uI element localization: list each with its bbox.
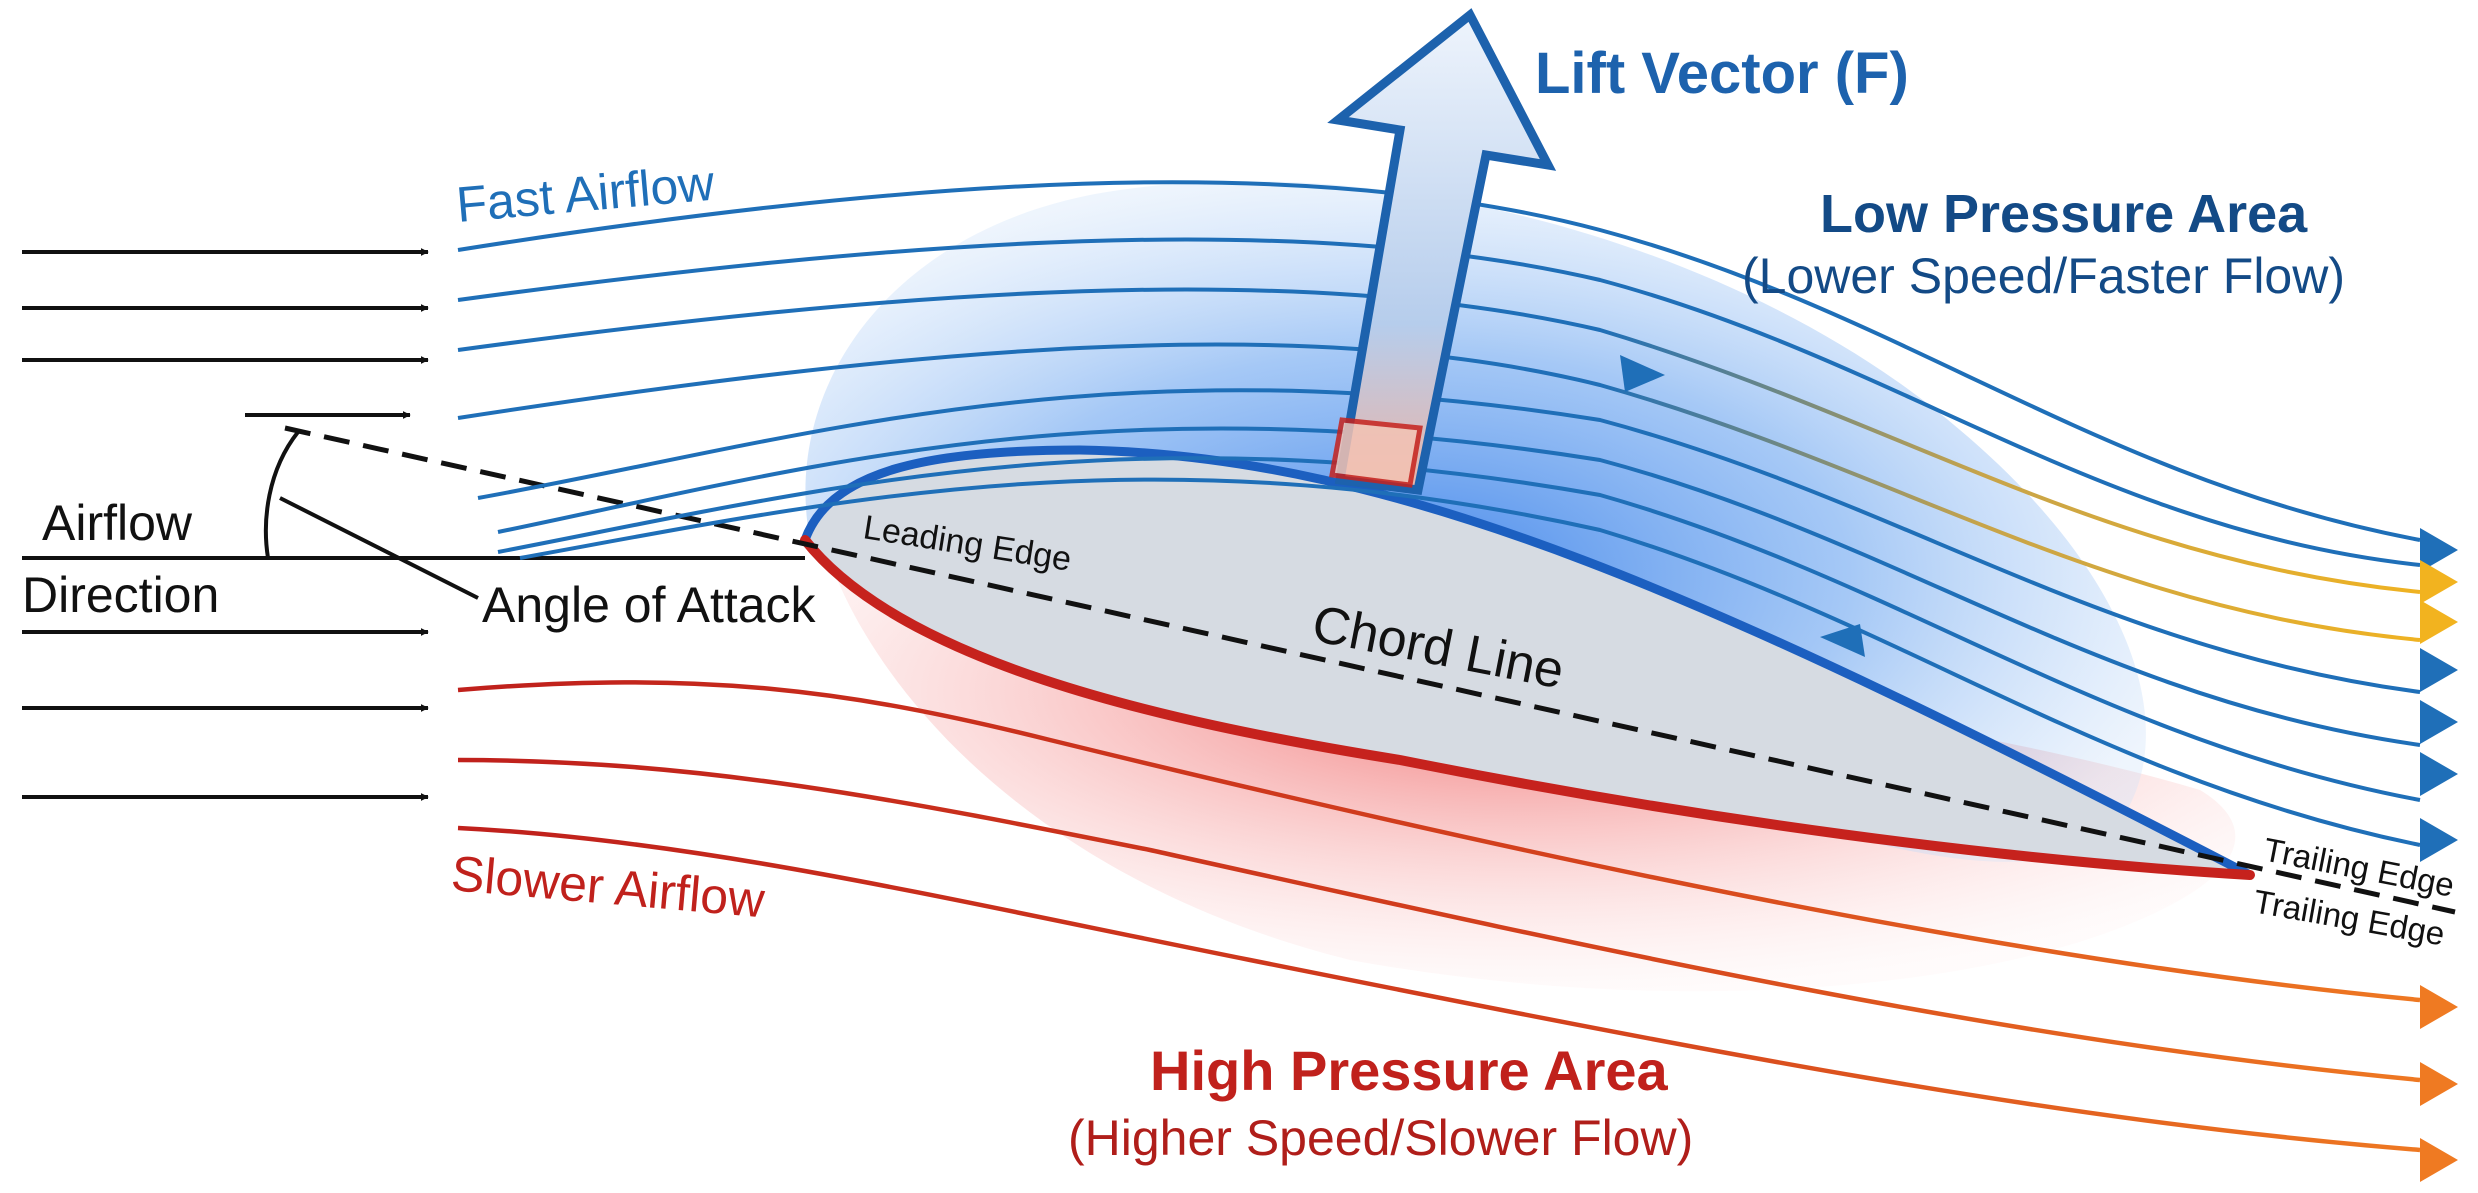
flow-arrowhead (2420, 985, 2458, 1029)
flow-arrowhead (2420, 700, 2458, 744)
low-pressure-subtitle: (Lower Speed/Faster Flow) (1742, 248, 2345, 304)
upper-streamlines (457, 180, 2421, 847)
angle-of-attack-label: Angle of Attack (482, 577, 817, 633)
streamline (457, 342, 2421, 642)
flow-direction-arrow (1620, 355, 1665, 392)
streamline (497, 456, 2421, 802)
angle-leader-line (279, 496, 479, 600)
fast-airflow-label: Fast Airflow (454, 155, 717, 233)
streamline (457, 287, 2421, 594)
airflow-direction-label-line2: Direction (22, 567, 219, 623)
flow-arrowhead (2420, 1138, 2458, 1182)
chord-line (284, 425, 2456, 915)
flow-arrowhead (2420, 648, 2458, 692)
flow-arrowhead (2420, 1062, 2458, 1106)
flow-arrowhead (2420, 528, 2458, 572)
streamline (457, 825, 2421, 1153)
lift-vector-label: Lift Vector (F) (1535, 41, 1909, 106)
lift-vector-arrow (1327, 8, 1557, 495)
airfoil-body (805, 450, 2250, 875)
lower-surface (800, 535, 2255, 880)
block-arrow-up-icon (1327, 8, 1557, 495)
streamline (457, 237, 2421, 567)
streamline (457, 180, 2421, 542)
angle-of-attack-geometry (22, 430, 805, 600)
lower-streamlines (457, 680, 2421, 1153)
flow-arrowhead (2420, 560, 2458, 604)
lift-arrow-base (1329, 417, 1423, 488)
low-pressure-title: Low Pressure Area (1820, 184, 2308, 244)
flow-arrowhead (2420, 752, 2458, 796)
flow-direction-arrow (1820, 624, 1865, 657)
streamline (457, 680, 2421, 1003)
high-pressure-title: High Pressure Area (1150, 1039, 1669, 1102)
airfoil (800, 445, 2255, 880)
streamline (477, 388, 2421, 694)
angle-arc (263, 430, 300, 559)
airflow-direction-label-line1: Airflow (42, 495, 193, 551)
flow-arrowhead (2420, 818, 2458, 862)
streamline (457, 757, 2421, 1083)
incoming-arrows (22, 248, 429, 801)
streamline (519, 477, 2421, 847)
outlet-arrowheads (1620, 355, 2458, 1182)
streamline (497, 426, 2421, 747)
upper-surface (800, 445, 2255, 880)
flow-arrowhead (2420, 600, 2458, 644)
high-pressure-subtitle: (Higher Speed/Slower Flow) (1068, 1110, 1693, 1166)
